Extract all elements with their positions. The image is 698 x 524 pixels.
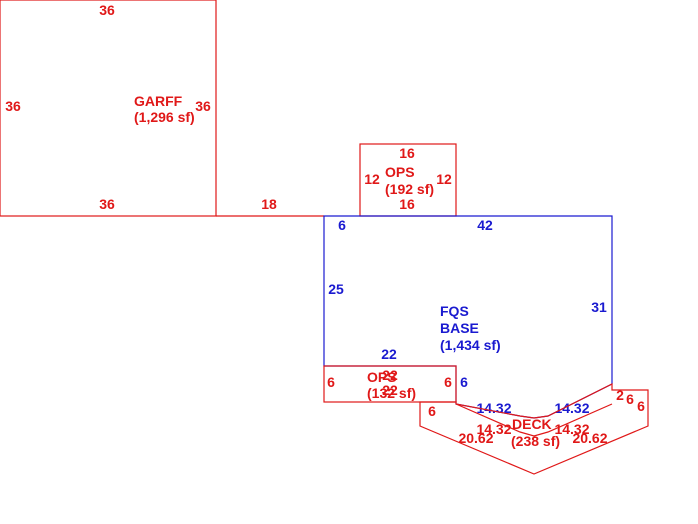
ops-bottom-label: OPS [367, 369, 397, 385]
connector: 18 [216, 196, 324, 217]
fqs-base-inner-right-dimension: 6 [460, 374, 468, 390]
ops-top-top-dimension: 16 [399, 145, 415, 161]
ops-top-bottom-dimension: 16 [399, 196, 415, 212]
deck-area-label: (238 sf) [511, 433, 560, 449]
fqs-base-top-dimension: 42 [477, 217, 493, 233]
fqs-base-left-dimension: 25 [328, 281, 344, 297]
ops-top-area: 16 12 12 16 OPS (192 sf) [359, 143, 457, 217]
ops-top-label: OPS [385, 164, 415, 180]
deck-lower-left-dimension: 20.62 [458, 430, 493, 446]
ops-bottom-area-label: (132 sf) [367, 385, 416, 401]
deck-lower-right-dimension: 20.62 [572, 430, 607, 446]
deck-inner-left-dimension: 14.32 [476, 421, 511, 437]
fqs-base-label-line1: FQS [440, 303, 469, 319]
ops-bottom-right-dimension: 6 [444, 374, 452, 390]
deck-area: 6 2 6 6 14.32 14.32 20.62 20.62 DECK (23… [419, 383, 649, 475]
ops-bottom-outline [323, 365, 457, 403]
deck-right-top2-dimension: 6 [626, 391, 634, 407]
fqs-base-diag-right-dimension: 14.32 [554, 400, 589, 416]
deck-right-side-dimension: 6 [637, 398, 645, 414]
ops-bottom-top-dimension: 22 [382, 367, 398, 383]
fqs-base-area-label: (1,434 sf) [440, 337, 501, 353]
fqs-base-area: 6 42 25 31 22 6 14.32 14.32 FQS BASE (1,… [323, 215, 613, 419]
garff-top-dimension: 36 [99, 2, 115, 18]
deck-inner-edge [455, 403, 613, 437]
garff-area: 36 36 36 36 GARFF (1,296 sf) [0, 0, 217, 217]
garff-area-label: (1,296 sf) [134, 109, 195, 125]
ops-top-area-label: (192 sf) [385, 181, 434, 197]
deck-right-top-dimension: 2 [616, 387, 624, 403]
ops-bottom-area: 6 6 22 22 OPS (132 sf) [323, 365, 457, 403]
garff-left-dimension: 36 [5, 98, 21, 114]
ops-top-right-dimension: 12 [436, 171, 452, 187]
garff-label: GARFF [134, 93, 183, 109]
ops-top-left-dimension: 12 [364, 171, 380, 187]
garff-outline [0, 0, 217, 217]
fqs-base-inner-top-dimension: 22 [381, 346, 397, 362]
fqs-base-label-line2: BASE [440, 320, 479, 336]
garff-bottom-dimension: 36 [99, 196, 115, 212]
connector-dimension: 18 [261, 196, 277, 212]
deck-inner-right-dimension: 14.32 [554, 421, 589, 437]
fqs-base-diag-left-dimension: 14.32 [476, 400, 511, 416]
ops-bottom-bottom-dimension: 22 [382, 382, 398, 398]
garff-right-dimension: 36 [195, 98, 211, 114]
fqs-base-right-dimension: 31 [591, 299, 607, 315]
ops-bottom-left-dimension: 6 [327, 374, 335, 390]
deck-left-top-dimension: 6 [428, 403, 436, 419]
deck-label: DECK [512, 416, 552, 432]
fqs-base-top-left-dimension: 6 [338, 217, 346, 233]
